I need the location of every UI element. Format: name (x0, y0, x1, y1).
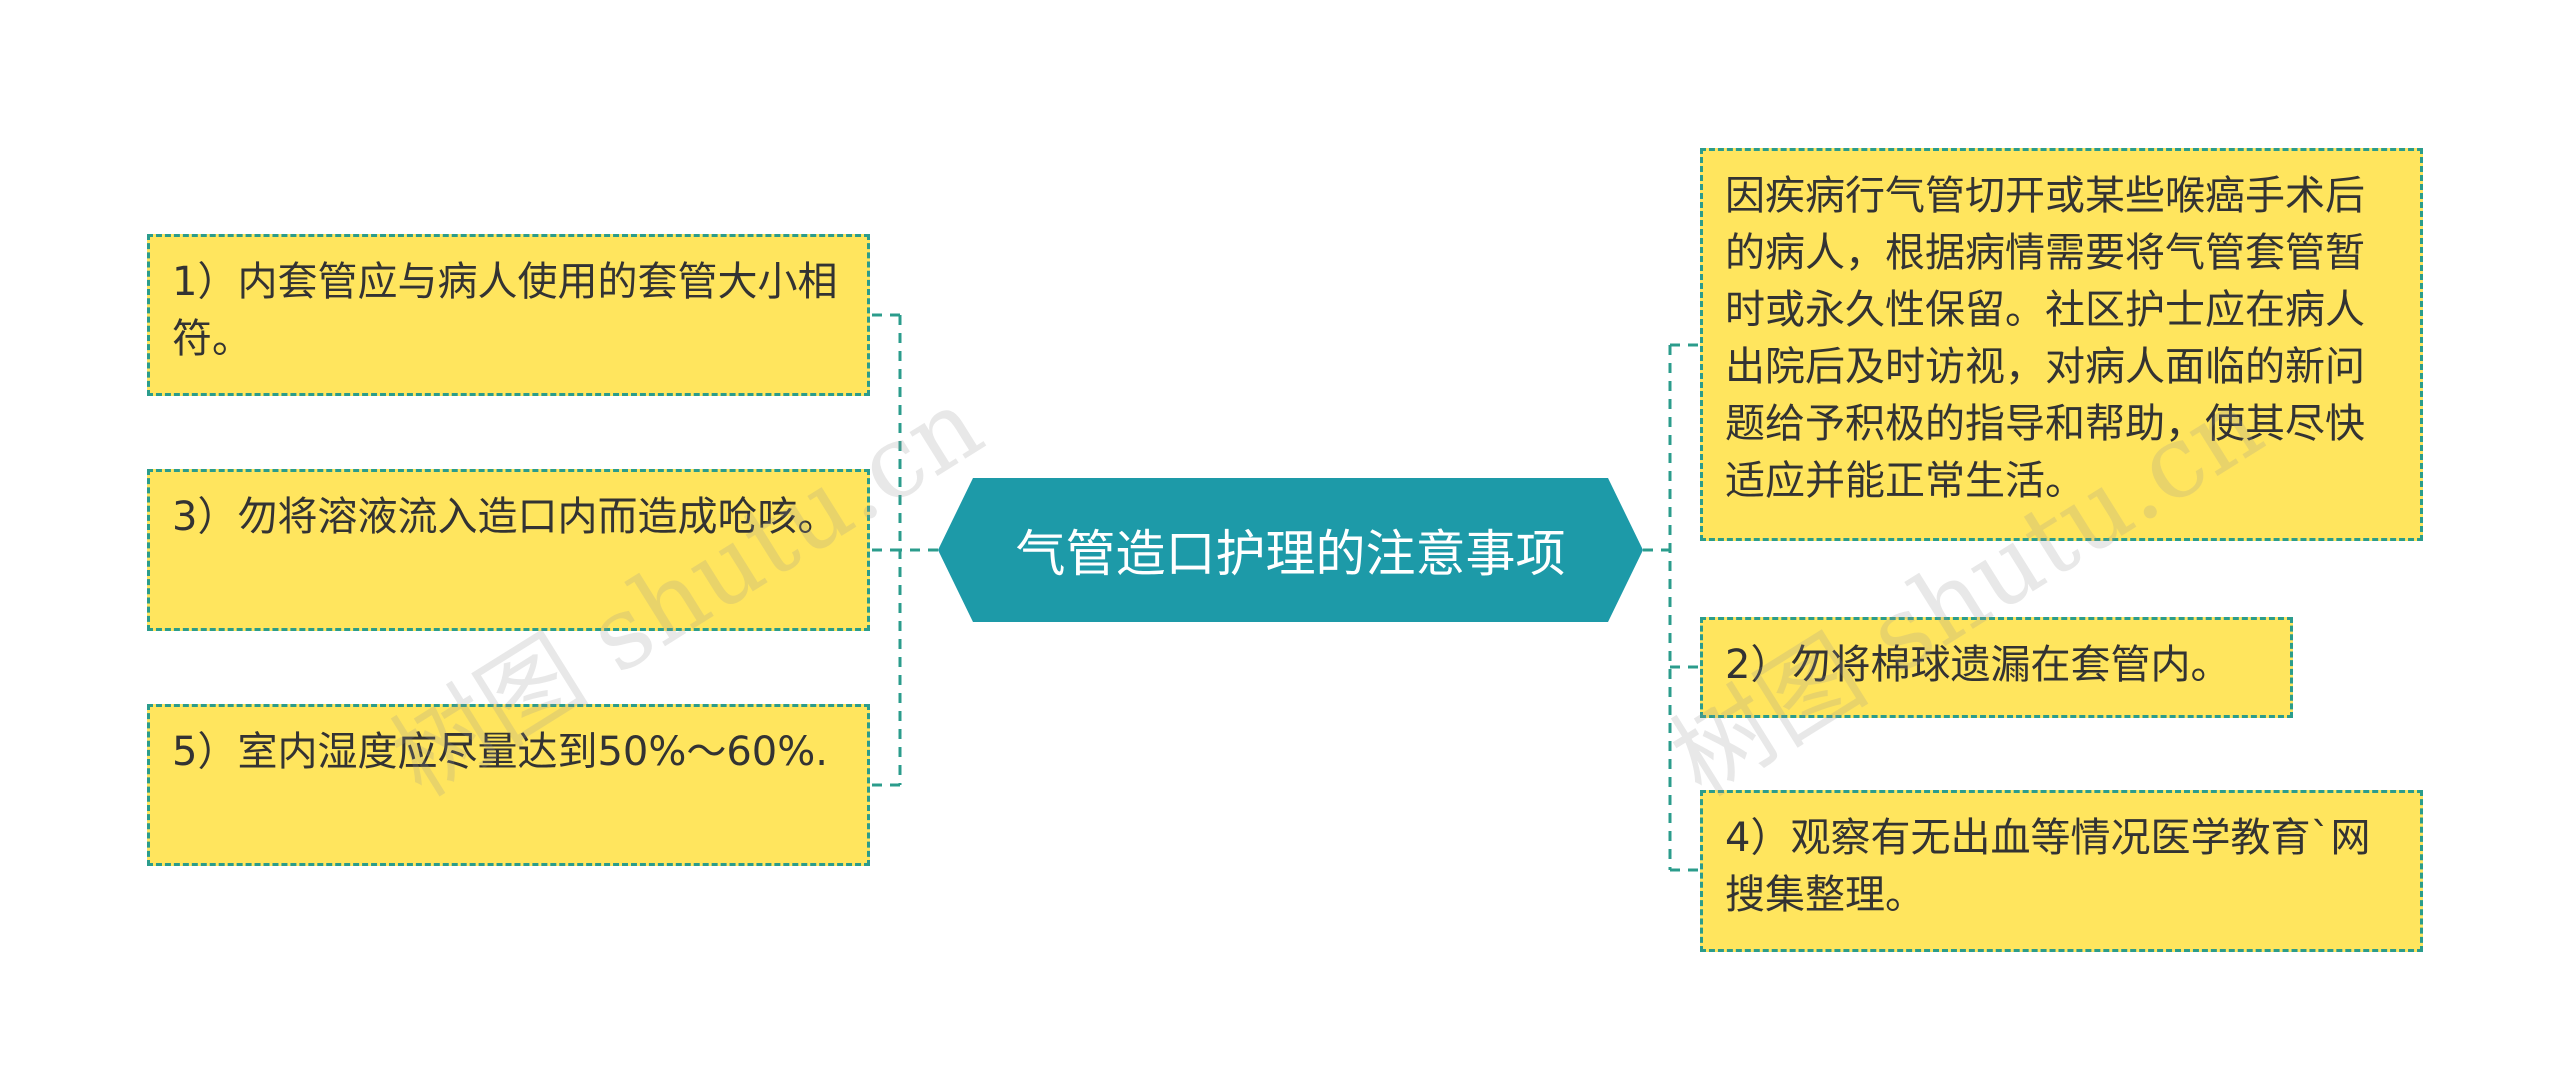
left-node-5[interactable]: 5）室内湿度应尽量达到50%～60%. (147, 704, 870, 866)
right-node-2[interactable]: 2）勿将棉球遗漏在套管内。 (1700, 617, 2293, 718)
central-topic[interactable]: 气管造口护理的注意事项 (938, 478, 1643, 622)
right-node-intro[interactable]: 因疾病行气管切开或某些喉癌手术后的病人，根据病情需要将气管套管暂时或永久性保留。… (1700, 148, 2423, 541)
left-node-1[interactable]: 1）内套管应与病人使用的套管大小相符。 (147, 234, 870, 396)
right-node-4[interactable]: 4）观察有无出血等情况医学教育`网搜集整理。 (1700, 790, 2423, 952)
left-node-3[interactable]: 3）勿将溶液流入造口内而造成呛咳。 (147, 469, 870, 631)
central-topic-label: 气管造口护理的注意事项 (1015, 525, 1566, 583)
